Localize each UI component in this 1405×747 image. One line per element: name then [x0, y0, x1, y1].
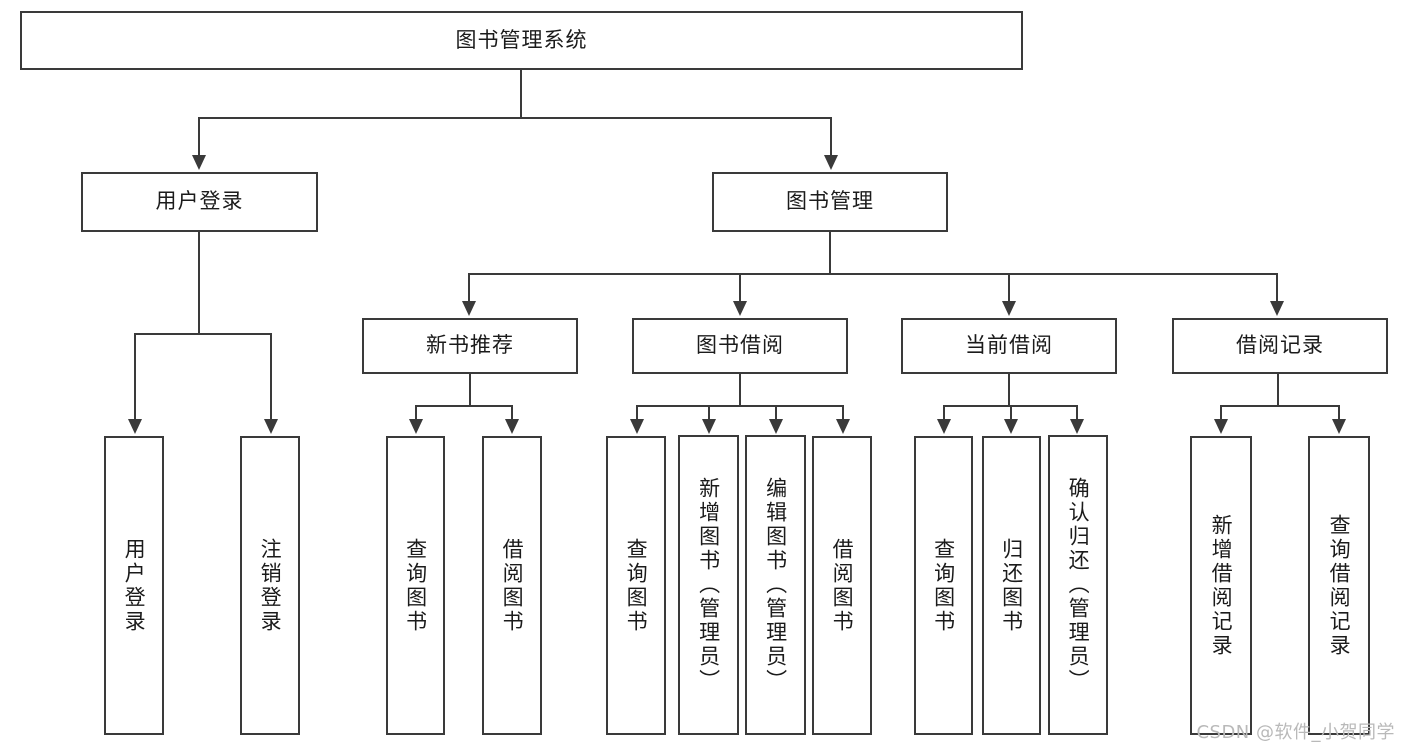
connector-bm-to-new-book [468, 273, 470, 303]
leaf-borrow-record-add[interactable]: 新增借阅记录 [1190, 436, 1252, 735]
arrowhead-nb-leaf-1 [409, 419, 423, 434]
arrowhead-cb-leaf-3 [1070, 419, 1084, 434]
connector-cb-to-leaf-3 [1076, 405, 1078, 421]
node-label: 借阅图书 [830, 537, 855, 634]
node-label: 用户登录 [155, 189, 244, 214]
connector-book-borrow-bus [636, 405, 843, 407]
node-current-borrow[interactable]: 当前借阅 [901, 318, 1117, 374]
watermark-text: CSDN @软件_小贺同学 [1196, 722, 1395, 743]
node-label: 编辑图书（管理员） [763, 477, 788, 693]
arrowhead-bm-to-current-borrow [1002, 301, 1016, 316]
connector-book-management-bus [468, 273, 1276, 275]
leaf-book-borrow-add[interactable]: 新增图书（管理员） [678, 435, 739, 735]
connector-new-book-bus [415, 405, 513, 407]
connector-nb-to-leaf-1 [415, 405, 417, 421]
connector-book-borrow-stem [739, 374, 741, 406]
connector-new-book-stem [469, 374, 471, 406]
arrowhead-bm-to-new-book [462, 301, 476, 316]
node-label: 查询图书 [403, 537, 428, 634]
connector-nb-to-leaf-2 [511, 405, 513, 421]
arrowhead-user-login-leaf-2 [264, 419, 278, 434]
node-label: 新增借阅记录 [1209, 513, 1234, 658]
connector-bm-to-borrow-record [1276, 273, 1278, 303]
node-label: 借阅图书 [500, 537, 525, 634]
connector-br-to-leaf-1 [1220, 405, 1222, 421]
node-label: 注销登录 [258, 537, 283, 634]
node-label: 归还图书 [999, 537, 1024, 634]
connector-user-login-stem [198, 232, 200, 334]
leaf-book-borrow-edit[interactable]: 编辑图书（管理员） [745, 435, 806, 735]
arrowhead-nb-leaf-2 [505, 419, 519, 434]
connector-cb-to-leaf-2 [1010, 405, 1012, 421]
arrowhead-bm-to-book-borrow [733, 301, 747, 316]
node-label: 当前借阅 [965, 333, 1053, 358]
node-borrow-record[interactable]: 借阅记录 [1172, 318, 1388, 374]
leaf-user-login-login[interactable]: 用户登录 [104, 436, 164, 735]
leaf-borrow-record-query[interactable]: 查询借阅记录 [1308, 436, 1370, 735]
connector-bb-to-leaf-3 [775, 405, 777, 421]
leaf-current-borrow-return[interactable]: 归还图书 [982, 436, 1041, 735]
arrowhead-bb-leaf-1 [630, 419, 644, 434]
connector-root-to-user-login [198, 117, 200, 157]
arrowhead-bb-leaf-4 [836, 419, 850, 434]
connector-bb-to-leaf-4 [842, 405, 844, 421]
arrowhead-cb-leaf-1 [937, 419, 951, 434]
arrowhead-user-login-leaf-1 [128, 419, 142, 434]
node-book-management[interactable]: 图书管理 [712, 172, 948, 232]
leaf-book-borrow-query[interactable]: 查询图书 [606, 436, 666, 735]
connector-borrow-record-bus [1220, 405, 1339, 407]
leaf-current-borrow-confirm-return[interactable]: 确认归还（管理员） [1048, 435, 1108, 735]
connector-borrow-record-stem [1277, 374, 1279, 406]
node-label: 查询图书 [931, 537, 956, 634]
node-label: 新增图书（管理员） [696, 477, 721, 693]
connector-cb-to-leaf-1 [943, 405, 945, 421]
connector-user-login-to-leaf-1 [134, 333, 136, 421]
arrowhead-bb-leaf-2 [702, 419, 716, 434]
arrowhead-bb-leaf-3 [769, 419, 783, 434]
leaf-current-borrow-query[interactable]: 查询图书 [914, 436, 973, 735]
leaf-new-book-query[interactable]: 查询图书 [386, 436, 445, 735]
connector-bb-to-leaf-1 [636, 405, 638, 421]
node-label: 新书推荐 [426, 333, 514, 358]
node-book-borrow[interactable]: 图书借阅 [632, 318, 848, 374]
connector-bm-to-current-borrow [1008, 273, 1010, 303]
connector-current-borrow-stem [1008, 374, 1010, 406]
connector-root-to-book-management [830, 117, 832, 157]
node-label: 图书管理 [786, 189, 874, 214]
connector-root-bus [198, 117, 832, 119]
node-label: 图书借阅 [696, 333, 784, 358]
node-label: 确认归还（管理员） [1066, 477, 1091, 693]
arrowhead-br-leaf-1 [1214, 419, 1228, 434]
connector-user-login-bus [134, 333, 272, 335]
leaf-book-borrow-borrow[interactable]: 借阅图书 [812, 436, 872, 735]
node-user-login[interactable]: 用户登录 [81, 172, 318, 232]
leaf-user-login-logout[interactable]: 注销登录 [240, 436, 300, 735]
connector-root-stem [520, 70, 522, 118]
arrowhead-cb-leaf-2 [1004, 419, 1018, 434]
arrowhead-root-to-book-management [824, 155, 838, 170]
connector-user-login-to-leaf-2 [270, 333, 272, 421]
leaf-new-book-borrow[interactable]: 借阅图书 [482, 436, 542, 735]
node-label: 借阅记录 [1236, 333, 1324, 358]
node-label: 用户登录 [122, 537, 147, 634]
arrowhead-root-to-user-login [192, 155, 206, 170]
node-root-book-management-system[interactable]: 图书管理系统 [20, 11, 1023, 70]
connector-book-management-stem [829, 232, 831, 274]
connector-bm-to-book-borrow [739, 273, 741, 303]
node-label: 查询图书 [624, 537, 649, 634]
connector-br-to-leaf-2 [1338, 405, 1340, 421]
arrowhead-bm-to-borrow-record [1270, 301, 1284, 316]
node-label: 查询借阅记录 [1327, 513, 1352, 658]
connector-bb-to-leaf-2 [708, 405, 710, 421]
arrowhead-br-leaf-2 [1332, 419, 1346, 434]
node-new-book-recommend[interactable]: 新书推荐 [362, 318, 578, 374]
node-label: 图书管理系统 [455, 27, 588, 52]
